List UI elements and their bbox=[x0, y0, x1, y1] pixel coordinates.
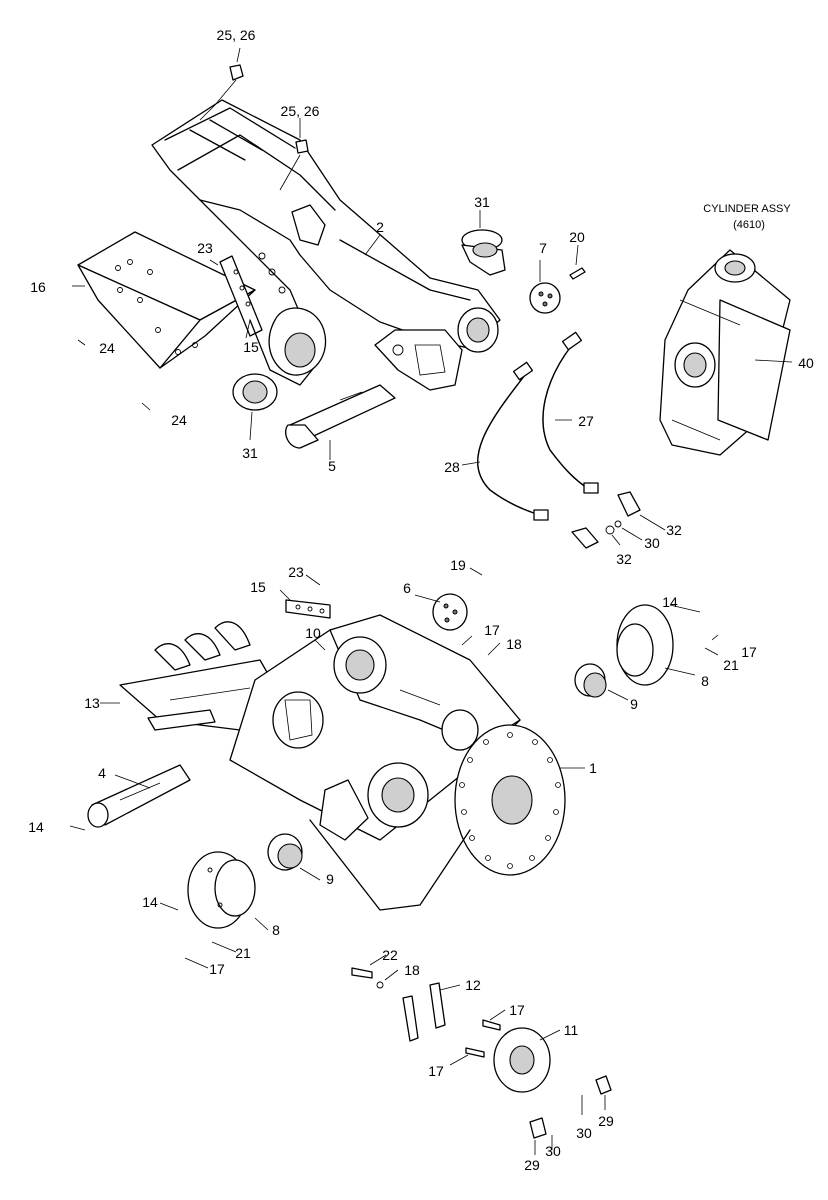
thrust-washer bbox=[529, 282, 561, 314]
elbow-fittings bbox=[571, 491, 641, 549]
bushing-lower bbox=[232, 373, 278, 411]
drive-flange bbox=[454, 724, 566, 876]
callout-1: 1 bbox=[589, 760, 597, 776]
nut-top bbox=[199, 64, 244, 121]
callout-17: 17 bbox=[741, 644, 757, 660]
cylinder-title: CYLINDER ASSY bbox=[703, 203, 791, 215]
seal-ring-right bbox=[574, 663, 607, 698]
callout-labels: CYLINDER ASSY (4610) 25, 26 25, 26 2 31 … bbox=[28, 27, 814, 1173]
hose-assembly bbox=[477, 331, 599, 521]
plug-left bbox=[529, 1117, 547, 1139]
retainer-parts bbox=[351, 967, 551, 1093]
callout-13: 13 bbox=[84, 695, 100, 711]
callout-19: 19 bbox=[450, 557, 466, 573]
lube-line bbox=[309, 819, 471, 911]
callout-31: 31 bbox=[474, 194, 490, 210]
callout-23: 23 bbox=[197, 240, 213, 256]
callout-31: 31 bbox=[242, 445, 258, 461]
end-cap bbox=[432, 593, 468, 631]
callout-40: 40 bbox=[798, 355, 814, 371]
leader-lines bbox=[69, 47, 793, 1155]
callout-30: 30 bbox=[576, 1125, 592, 1141]
callout-18: 18 bbox=[404, 962, 420, 978]
callout-21: 21 bbox=[235, 945, 251, 961]
callout-17: 17 bbox=[484, 622, 500, 638]
callout-24: 24 bbox=[99, 340, 115, 356]
bolt bbox=[569, 267, 586, 280]
callout-27: 27 bbox=[578, 413, 594, 429]
callout-15: 15 bbox=[243, 339, 259, 355]
nut-mid bbox=[279, 139, 309, 191]
callout-17: 17 bbox=[428, 1063, 444, 1079]
boom-frame bbox=[151, 99, 501, 391]
shim-plate bbox=[285, 599, 331, 619]
callout-10: 10 bbox=[305, 625, 321, 641]
pivot-pin bbox=[285, 384, 396, 449]
callout-14: 14 bbox=[142, 894, 158, 910]
callout-17: 17 bbox=[209, 961, 225, 977]
callout-17: 17 bbox=[509, 1002, 525, 1018]
callout-9: 9 bbox=[630, 696, 638, 712]
callout-29: 29 bbox=[524, 1157, 540, 1173]
callout-29: 29 bbox=[598, 1113, 614, 1129]
callout-12: 12 bbox=[465, 977, 481, 993]
bearing-cover-left bbox=[187, 851, 256, 929]
callout-25-26: 25, 26 bbox=[217, 27, 256, 43]
callout-9: 9 bbox=[326, 871, 334, 887]
callout-25-26: 25, 26 bbox=[281, 103, 320, 119]
callout-18: 18 bbox=[506, 636, 522, 652]
callout-14: 14 bbox=[28, 819, 44, 835]
wear-plate bbox=[219, 255, 263, 337]
callout-20: 20 bbox=[569, 229, 585, 245]
callout-6: 6 bbox=[403, 580, 411, 596]
hydraulic-cylinder bbox=[659, 249, 791, 456]
seal-ring-left bbox=[267, 833, 303, 871]
callout-28: 28 bbox=[444, 459, 460, 475]
callout-2: 2 bbox=[376, 219, 384, 235]
callout-24: 24 bbox=[171, 412, 187, 428]
callout-5: 5 bbox=[328, 458, 336, 474]
callout-8: 8 bbox=[272, 922, 280, 938]
callout-14: 14 bbox=[662, 594, 678, 610]
bracket-plate bbox=[77, 231, 256, 369]
track-pin bbox=[87, 764, 191, 828]
main-housing bbox=[229, 614, 521, 841]
drag-shoe bbox=[119, 621, 281, 731]
callout-4: 4 bbox=[98, 765, 106, 781]
callout-8: 8 bbox=[701, 673, 709, 689]
callout-32: 32 bbox=[666, 522, 682, 538]
callout-32: 32 bbox=[616, 551, 632, 567]
cylinder-code: (4610) bbox=[733, 219, 765, 231]
callout-21: 21 bbox=[723, 657, 739, 673]
bushing-upper bbox=[461, 229, 506, 276]
plug-right bbox=[595, 1075, 612, 1095]
bearing-cover-right bbox=[616, 604, 674, 686]
callout-22: 22 bbox=[382, 947, 398, 963]
callout-15: 15 bbox=[250, 579, 266, 595]
callout-23: 23 bbox=[288, 564, 304, 580]
callout-11: 11 bbox=[564, 1022, 579, 1038]
callout-30: 30 bbox=[545, 1143, 561, 1159]
callout-16: 16 bbox=[30, 279, 46, 295]
callout-7: 7 bbox=[539, 240, 547, 256]
callout-30: 30 bbox=[644, 535, 660, 551]
